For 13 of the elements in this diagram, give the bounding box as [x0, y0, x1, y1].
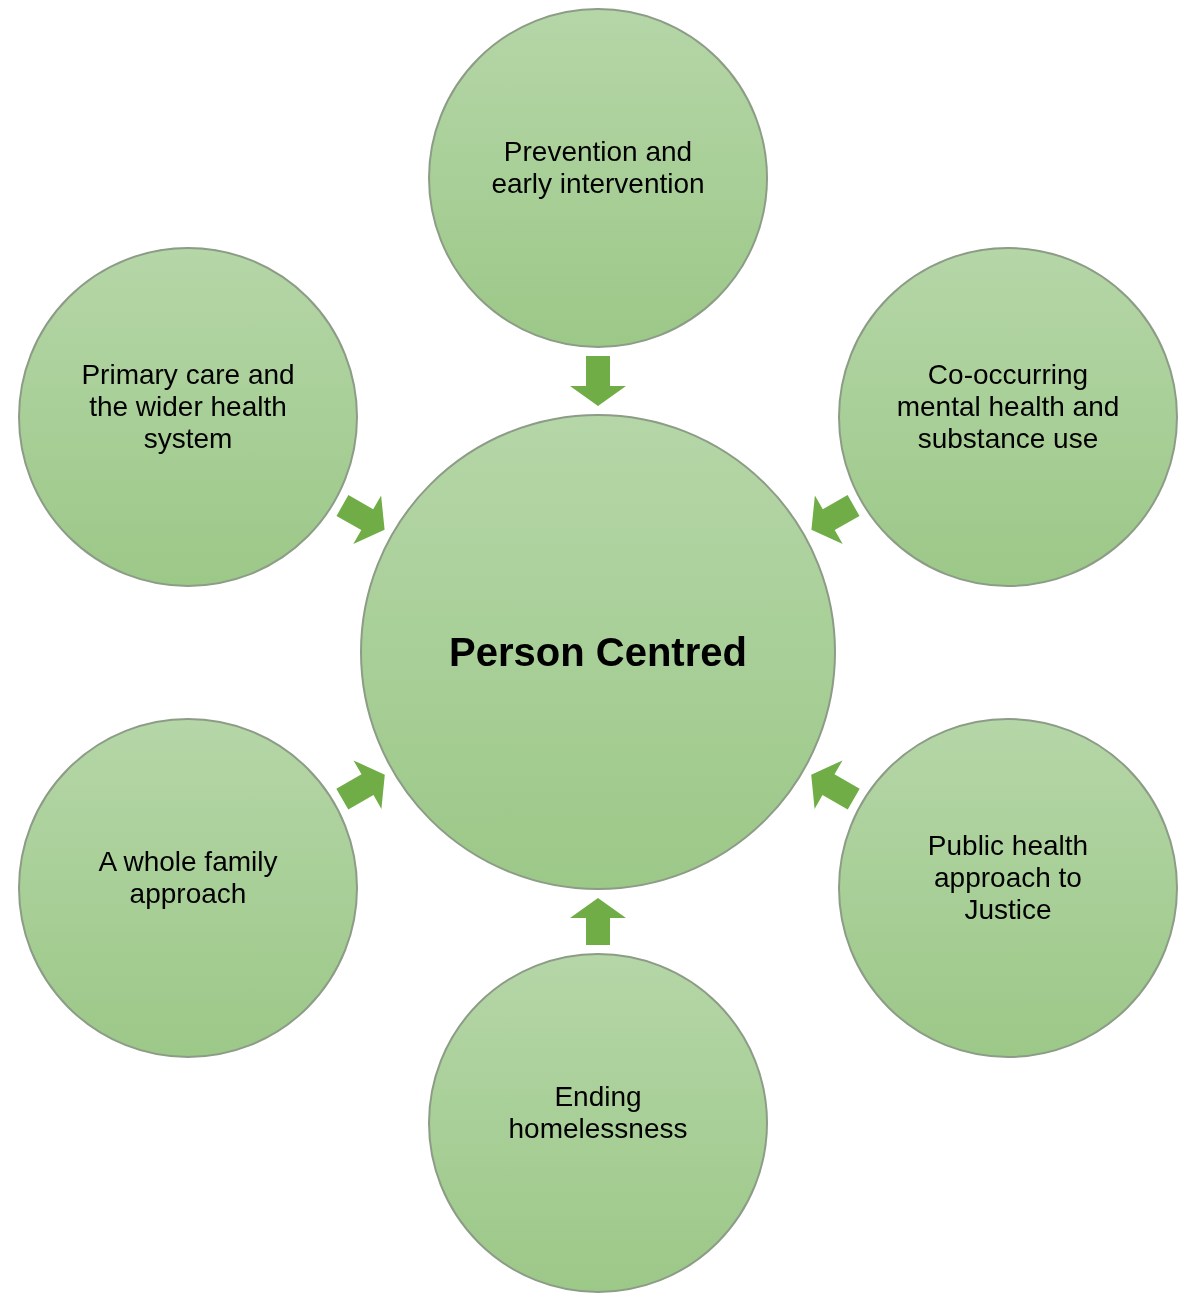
block-arrow [811, 760, 860, 810]
circle-label: Ending homelessness [507, 1081, 689, 1145]
circle-label: Primary care and the wider health system [80, 359, 296, 455]
block-arrow [811, 495, 860, 544]
block-arrow [336, 495, 385, 544]
circle-label: Public health approach to Justice [926, 830, 1090, 926]
block-arrow [336, 760, 385, 810]
block-arrow [570, 356, 626, 406]
circle-label: A whole family approach [97, 846, 279, 910]
circle-label: Co-occurring mental health and substance use [895, 359, 1121, 455]
block-arrow [570, 898, 626, 945]
circle-label: Prevention and early intervention [490, 136, 706, 200]
center-title: Person Centred [448, 629, 748, 676]
